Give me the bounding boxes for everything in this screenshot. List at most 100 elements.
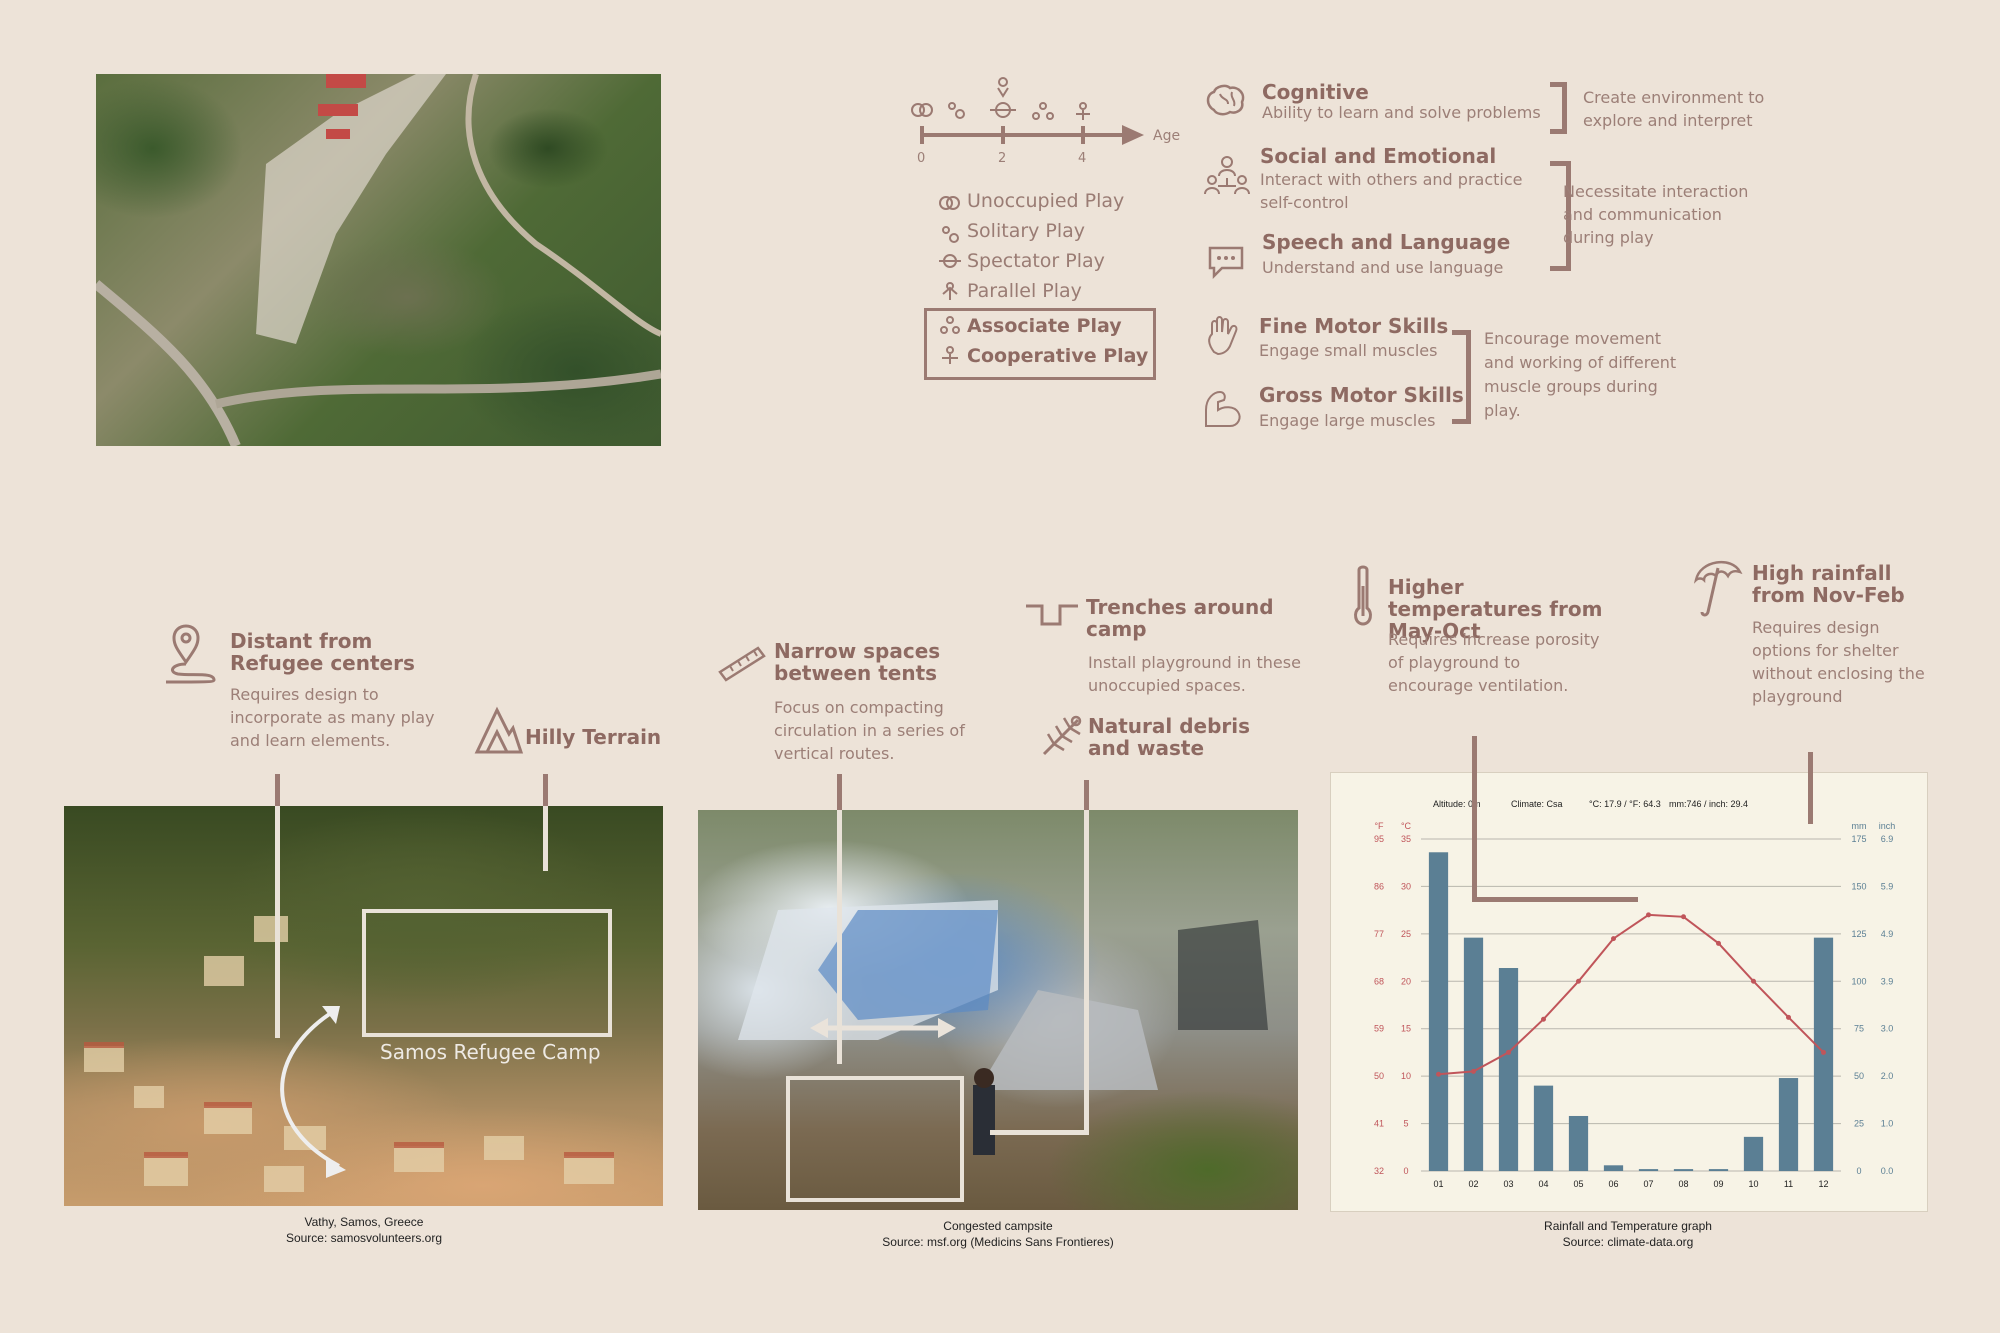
axis-label-mm: 175 <box>1851 834 1866 844</box>
mountain-icon <box>474 706 524 754</box>
connector-hilly <box>543 774 548 871</box>
month-label-11: 11 <box>1784 1179 1793 1189</box>
connector-rainfall <box>1808 752 1813 824</box>
play-list-icons <box>939 196 961 364</box>
rain-bar-01 <box>1428 852 1449 1171</box>
site-title-trenches: Trenches around camp <box>1086 595 1274 641</box>
rain-bar-06 <box>1603 1165 1624 1171</box>
site-title-distant: Distant from Refugee centers <box>230 629 415 675</box>
campsite-caption-source: Source: msf.org (Medicins Sans Frontiere… <box>882 1235 1114 1249</box>
axis-unit-mm: mm <box>1852 821 1867 831</box>
rain-bar-10 <box>1743 1136 1764 1171</box>
temperature-point-05 <box>1576 978 1581 984</box>
aerial-photo <box>96 74 661 446</box>
dev-title-cognitive: Cognitive <box>1262 80 1369 104</box>
timeline-tick-2: 2 <box>998 151 1007 166</box>
site-title-debris: Natural debris and waste <box>1088 714 1251 760</box>
brain-icon <box>1206 84 1245 116</box>
axis-label-c: 10 <box>1401 1071 1411 1081</box>
site-desc-narrow: Focus on compacting circulation in a ser… <box>774 698 965 763</box>
play-item-parallel: Parallel Play <box>967 280 1082 302</box>
temperature-point-03 <box>1506 1049 1511 1055</box>
fish-bone-icon <box>1042 715 1082 756</box>
axis-label-c: 20 <box>1401 976 1411 986</box>
connector-distant <box>275 780 280 1038</box>
month-label-05: 05 <box>1573 1179 1583 1189</box>
axis-label-c: 35 <box>1401 834 1411 844</box>
rain-bar-04 <box>1533 1085 1554 1171</box>
month-label-06: 06 <box>1608 1179 1618 1189</box>
axis-label-inch: 3.0 <box>1881 1024 1894 1034</box>
dev-desc-gross-motor: Engage large muscles <box>1259 411 1436 430</box>
play-item-spectator: Spectator Play <box>967 250 1105 272</box>
month-label-10: 10 <box>1748 1179 1758 1189</box>
temperature-point-02 <box>1471 1068 1476 1074</box>
site-desc-distant: Requires design to incorporate as many p… <box>230 685 435 750</box>
axis-label-f: 59 <box>1374 1024 1384 1034</box>
temperature-line <box>1438 913 1825 1076</box>
site-title-rainfall: High rainfall from Nov-Feb <box>1752 561 1905 607</box>
site-desc-rainfall: Requires design options for shelter with… <box>1752 618 1925 706</box>
axis-unit-f: °F <box>1374 821 1384 831</box>
axis-label-c: 15 <box>1401 1024 1411 1034</box>
month-label-12: 12 <box>1818 1179 1828 1189</box>
temperature-point-06 <box>1611 936 1616 942</box>
people-group-icon <box>1204 156 1250 195</box>
graph-caption-source: Source: climate-data.org <box>1562 1235 1694 1249</box>
rain-bar-11 <box>1778 1078 1799 1171</box>
note-motor: Encourage movement and working of differ… <box>1484 329 1677 420</box>
rain-bar-08 <box>1673 1169 1694 1171</box>
month-label-02: 02 <box>1468 1179 1478 1189</box>
play-item-associate: Associate Play <box>967 315 1122 337</box>
vathy-caption-title: Vathy, Samos, Greece <box>304 1215 424 1229</box>
month-label-09: 09 <box>1713 1179 1723 1189</box>
note-cognitive: Create environment to explore and interp… <box>1583 88 1765 130</box>
vathy-caption-source: Source: samosvolunteers.org <box>285 1231 443 1245</box>
dev-title-fine-motor: Fine Motor Skills <box>1259 314 1449 338</box>
vathy-caption: Vathy, Samos, Greece Source: samosvolunt… <box>214 1214 514 1246</box>
rain-bar-05 <box>1568 1115 1589 1171</box>
campsite-caption: Congested campsite Source: msf.org (Medi… <box>848 1218 1148 1250</box>
bracket-cognitive <box>1550 82 1567 134</box>
rain-bar-07 <box>1638 1169 1659 1171</box>
axis-label-inch: 5.9 <box>1881 881 1894 891</box>
axis-label-c: 5 <box>1403 1119 1408 1129</box>
temperature-point-09 <box>1716 940 1721 946</box>
play-timeline <box>911 77 1144 145</box>
site-desc-trenches: Install playground in these unoccupied s… <box>1088 653 1301 695</box>
axis-unit-c: °C <box>1401 821 1412 831</box>
axis-label-inch: 2.0 <box>1881 1071 1894 1081</box>
rain-bar-02 <box>1463 937 1484 1171</box>
connector-narrow-top <box>837 774 842 810</box>
temperature-point-07 <box>1646 912 1651 918</box>
bracket-motor <box>1452 330 1471 424</box>
connector-temperature-foot <box>1472 897 1638 902</box>
axis-label-inch: 0.0 <box>1881 1166 1894 1176</box>
axis-label-mm: 75 <box>1854 1024 1864 1034</box>
month-label-01: 01 <box>1433 1179 1443 1189</box>
axis-label-mm: 150 <box>1851 881 1866 891</box>
play-item-cooperative: Cooperative Play <box>967 345 1149 367</box>
bracket-social <box>1550 161 1571 271</box>
axis-label-inch: 3.9 <box>1881 976 1894 986</box>
flexed-arm-icon <box>1205 390 1241 427</box>
site-title-hilly: Hilly Terrain <box>525 725 662 749</box>
axis-label-f: 95 <box>1374 834 1384 844</box>
chart-header-climate: Climate: Csa <box>1511 799 1563 809</box>
axis-label-f: 86 <box>1374 881 1384 891</box>
connector-trenches-foot <box>990 1130 1089 1135</box>
timeline-axis-label: Age <box>1153 128 1181 144</box>
site-desc-temperature: Requires increase porosity of playground… <box>1388 630 1600 695</box>
play-item-solitary: Solitary Play <box>967 220 1086 242</box>
camp-location-box <box>362 909 612 1037</box>
chart-header-temp: °C: 17.9 / °F: 64.3 <box>1589 799 1661 809</box>
axis-label-mm: 25 <box>1854 1119 1864 1129</box>
connector-hilly-top <box>543 774 548 806</box>
dev-desc-fine-motor: Engage small muscles <box>1259 341 1438 360</box>
speech-bubble-icon <box>1208 246 1244 280</box>
temperature-point-10 <box>1751 978 1756 984</box>
rain-bar-09 <box>1708 1169 1729 1171</box>
connector-trenches-top <box>1084 780 1089 810</box>
dev-desc-cognitive: Ability to learn and solve problems <box>1262 103 1541 122</box>
